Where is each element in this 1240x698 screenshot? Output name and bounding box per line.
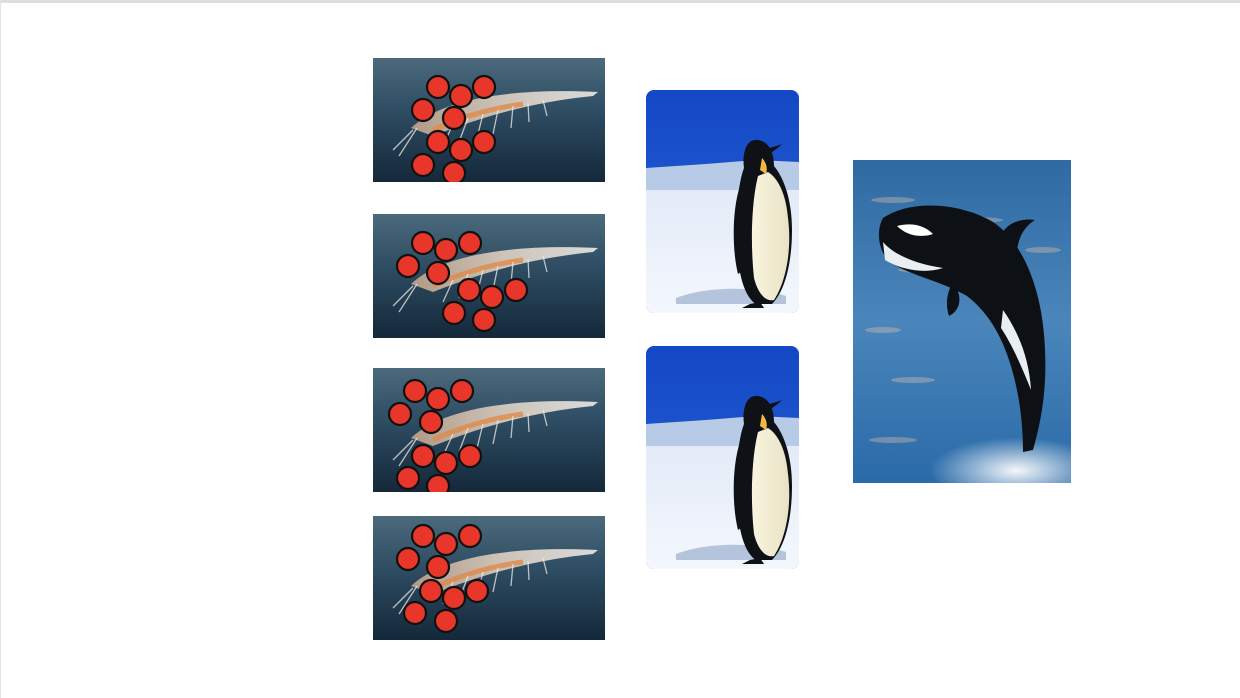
penguin-image [646, 90, 799, 313]
krill-card[interactable] [373, 214, 605, 338]
marker-cluster [410, 74, 497, 182]
krill-card[interactable] [373, 58, 605, 182]
orca-image [853, 160, 1071, 483]
krill-image [373, 214, 605, 338]
krill-image [373, 58, 605, 182]
krill-card[interactable] [373, 368, 605, 492]
penguin-card[interactable] [646, 346, 799, 569]
penguin-image [646, 346, 799, 569]
krill-image [373, 368, 605, 492]
marker-cluster [395, 523, 490, 634]
orca-card[interactable] [853, 160, 1071, 483]
marker-cluster [395, 230, 529, 333]
marker-cluster [387, 378, 483, 492]
krill-image [373, 516, 605, 640]
krill-card[interactable] [373, 516, 605, 640]
penguin-card[interactable] [646, 90, 799, 313]
